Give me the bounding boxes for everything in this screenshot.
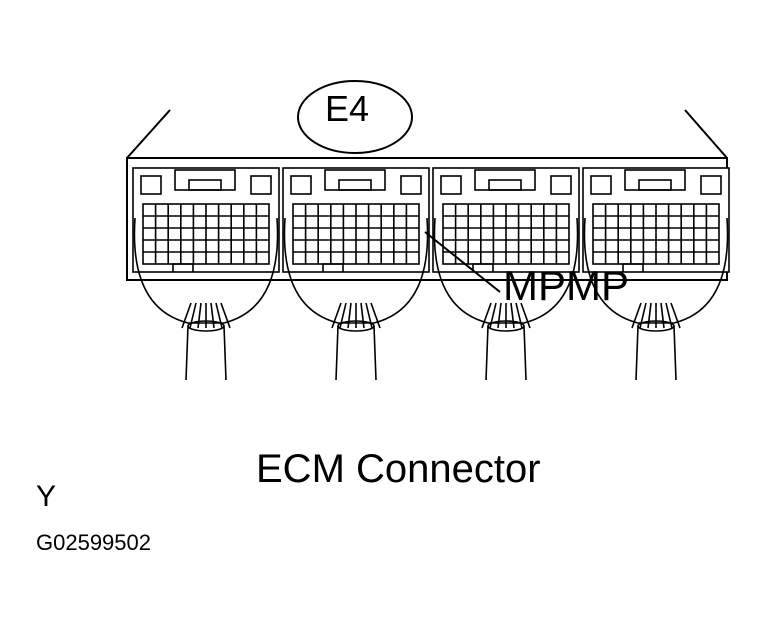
wire-strand bbox=[215, 302, 223, 329]
connector-section bbox=[132, 167, 280, 273]
latch-slot bbox=[638, 179, 672, 191]
wire-strand bbox=[520, 302, 531, 329]
key-notch bbox=[622, 263, 644, 272]
diagram-caption: ECM Connector bbox=[256, 447, 541, 491]
side-tab bbox=[400, 175, 422, 195]
cable-end bbox=[487, 320, 525, 332]
latch-slot bbox=[188, 179, 222, 191]
wire-bundle bbox=[283, 217, 429, 381]
wire-strand bbox=[660, 302, 665, 329]
wire-strand bbox=[347, 302, 352, 329]
wire-strand bbox=[360, 302, 365, 329]
cable-sheath bbox=[335, 325, 377, 381]
figure-id: G02599502 bbox=[36, 530, 151, 555]
cable-sheath bbox=[635, 325, 677, 381]
connector-id-label: E4 bbox=[325, 88, 370, 129]
wire-strand bbox=[647, 302, 652, 329]
key-notch bbox=[472, 263, 494, 272]
wire-strand bbox=[197, 302, 202, 329]
wire-strand bbox=[339, 302, 347, 329]
side-tab bbox=[550, 175, 572, 195]
wire-strand bbox=[665, 302, 673, 329]
wire-strand bbox=[189, 302, 197, 329]
cable-sheath bbox=[185, 325, 227, 381]
cable-end bbox=[637, 320, 675, 332]
terminal-callout-label: MPMP bbox=[503, 262, 629, 309]
corner-marker: Y bbox=[36, 480, 57, 513]
side-tab bbox=[700, 175, 722, 195]
wire-strand bbox=[481, 302, 492, 329]
latch-slot bbox=[488, 179, 522, 191]
wire-strand bbox=[631, 302, 642, 329]
side-tab bbox=[590, 175, 612, 195]
wire-bundle bbox=[133, 217, 279, 381]
wire-strand bbox=[639, 302, 647, 329]
connector-sections bbox=[132, 167, 730, 273]
wire-strand bbox=[210, 302, 215, 329]
key-notch bbox=[322, 263, 344, 272]
wire-strand bbox=[489, 302, 497, 329]
key-notch bbox=[172, 263, 194, 272]
side-tab bbox=[440, 175, 462, 195]
wire-strand bbox=[181, 302, 192, 329]
connector-section bbox=[282, 167, 430, 273]
latch-slot bbox=[338, 179, 372, 191]
cable-end bbox=[337, 320, 375, 332]
callout-leader-line bbox=[424, 231, 501, 293]
wire-strand bbox=[370, 302, 381, 329]
connector-id-oval bbox=[297, 80, 413, 154]
cable-end bbox=[187, 320, 225, 332]
wire-strand bbox=[331, 302, 342, 329]
cable-sheath bbox=[485, 325, 527, 381]
connector-section bbox=[582, 167, 730, 273]
wire-strand bbox=[670, 302, 681, 329]
wire-bundle bbox=[583, 217, 729, 381]
wire-strand bbox=[220, 302, 231, 329]
wire-harnesses bbox=[133, 217, 729, 381]
wire-strand bbox=[510, 302, 515, 329]
side-tab bbox=[290, 175, 312, 195]
side-tab bbox=[140, 175, 162, 195]
connector-section bbox=[432, 167, 580, 273]
wire-strand bbox=[365, 302, 373, 329]
wire-bundle bbox=[433, 217, 579, 381]
wire-strand bbox=[497, 302, 502, 329]
side-tab bbox=[250, 175, 272, 195]
